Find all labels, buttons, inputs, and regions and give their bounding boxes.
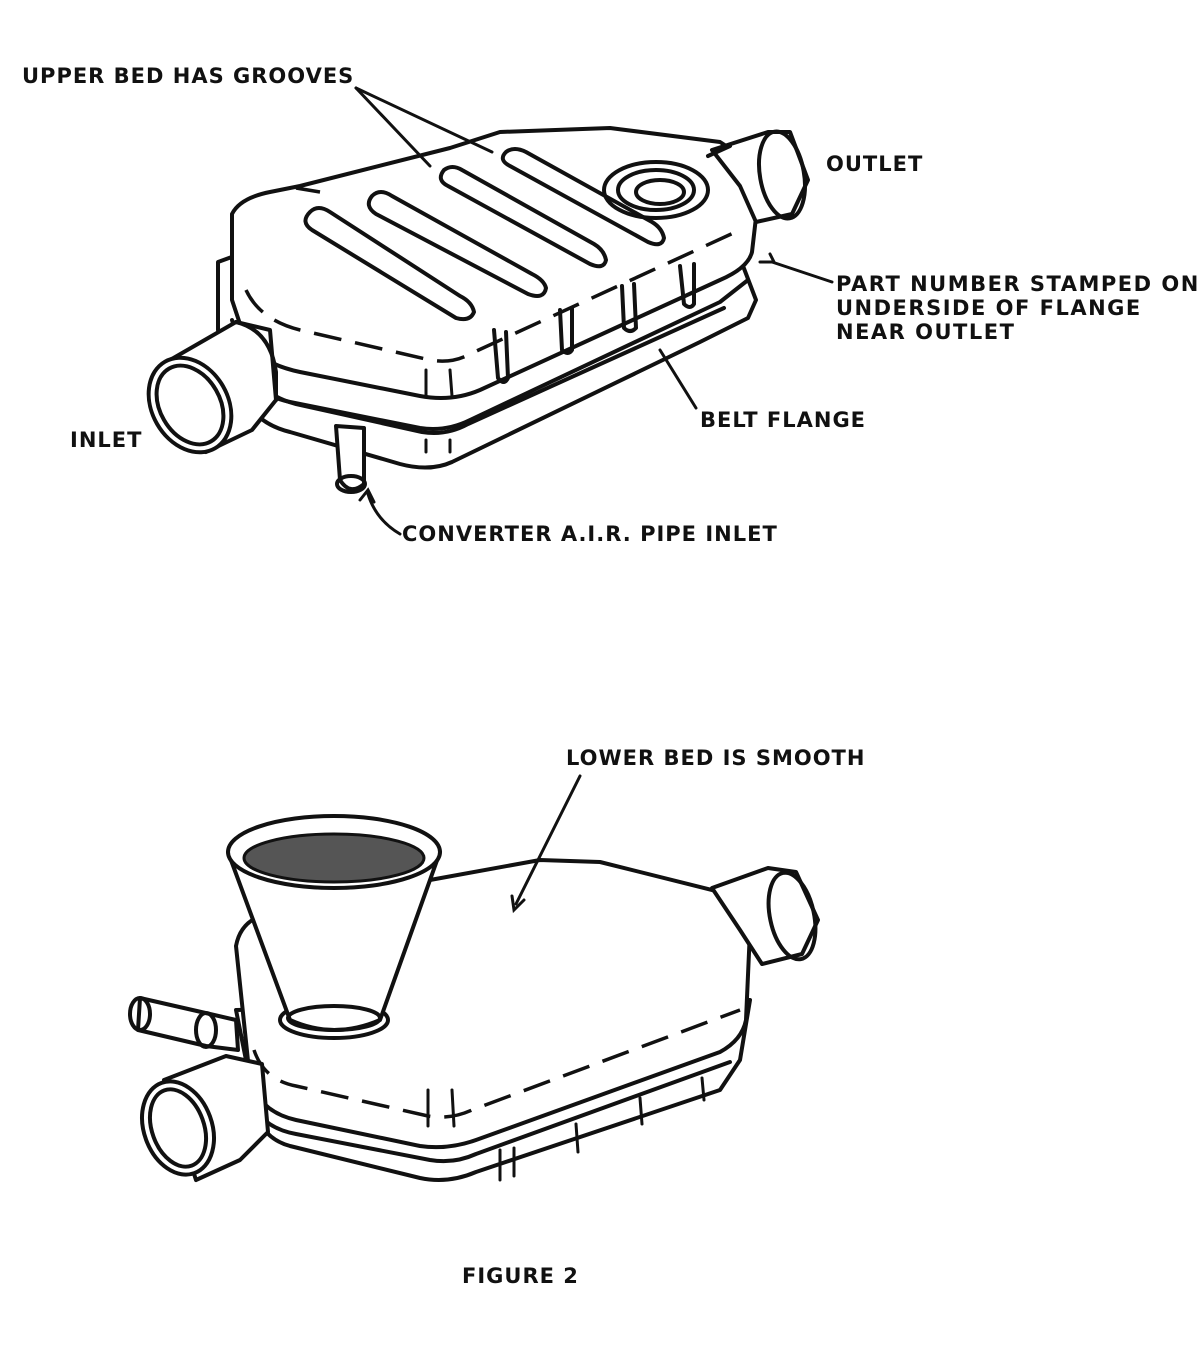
lower-air-pipe [128, 996, 240, 1052]
inlet-pipe [146, 320, 278, 455]
top-leader-lines [354, 86, 834, 536]
outlet-pipe [706, 129, 810, 224]
label-inlet: INLET [70, 428, 143, 452]
side-ribs [424, 262, 696, 454]
label-part-number-line-1: PART NUMBER STAMPED ON [836, 272, 1200, 296]
label-part-number-line-2: UNDERSIDE OF FLANGE [836, 296, 1142, 320]
air-pipe-inlet [334, 424, 367, 494]
lower-bed-leader [514, 774, 582, 906]
label-air-pipe-inlet: CONVERTER A.I.R. PIPE INLET [402, 522, 778, 546]
outlet-port-ring [602, 160, 710, 220]
label-upper-bed-grooves: UPPER BED HAS GROOVES [22, 64, 355, 88]
upper-bed-grooves [303, 147, 666, 322]
figure-caption: FIGURE 2 [462, 1264, 579, 1288]
label-part-number-line-3: NEAR OUTLET [836, 320, 1016, 344]
label-part-number: PART NUMBER STAMPED ON UNDERSIDE OF FLAN… [836, 272, 1200, 344]
label-outlet: OUTLET [826, 152, 924, 176]
label-lower-bed-smooth: LOWER BED IS SMOOTH [566, 746, 866, 770]
lower-inlet-pipe [140, 1054, 270, 1182]
label-belt-flange: BELT FLANGE [700, 408, 867, 432]
test-funnel [226, 814, 442, 1040]
lower-outlet-pipe [710, 866, 820, 966]
lower-ribs [498, 1076, 706, 1182]
